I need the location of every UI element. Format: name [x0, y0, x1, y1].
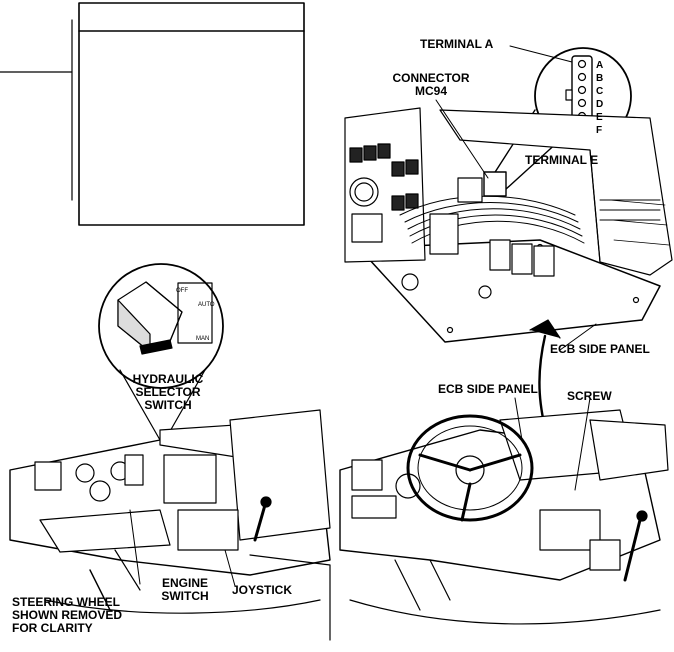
switch-position-labels: OFF AUTO MAN — [176, 288, 215, 342]
ecb-panel-assembly — [344, 45, 673, 351]
pin-label: B — [596, 73, 603, 84]
hydraulic-label-line3: SWITCH — [144, 398, 192, 412]
joystick-label: JOYSTICK — [232, 583, 293, 597]
pin-label: C — [596, 86, 603, 97]
connector-label-line2: MC94 — [414, 84, 447, 98]
switch-position-off: OFF — [176, 288, 188, 294]
note-line2: SHOWN REMOVED — [12, 608, 123, 622]
note-line3: FOR CLARITY — [12, 621, 93, 635]
hydraulic-switch-detail — [98, 263, 224, 441]
steering-wheel — [406, 414, 534, 522]
switch-position-auto: AUTO — [198, 302, 215, 308]
connector-pin-labels: A B C D E F — [596, 60, 603, 136]
connector-mc94-label: CONNECTOR MC94 — [386, 72, 476, 98]
hydraulic-selector-switch-label: HYDRAULIC SELECTOR SWITCH — [128, 373, 208, 412]
note-line1: STEERING WHEEL — [12, 595, 121, 609]
terminal-e-label: TERMINAL E — [525, 153, 599, 167]
switch-position-man: MAN — [196, 336, 209, 342]
blank-table-box — [0, 2, 305, 226]
ecb-side-panel-label-top: ECB SIDE PANEL — [550, 342, 650, 356]
connector-label-line1: CONNECTOR — [392, 71, 470, 85]
engine-switch-label: ENGINE SWITCH — [150, 577, 220, 603]
steering-wheel-note: STEERING WHEEL SHOWN REMOVED FOR CLARITY — [12, 596, 122, 635]
screw-label: SCREW — [567, 389, 612, 403]
ecb-side-panel-label-bottom: ECB SIDE PANEL — [438, 382, 538, 396]
engine-label-line1: ENGINE — [161, 576, 208, 590]
pin-label: E — [596, 112, 603, 123]
engine-label-line2: SWITCH — [161, 589, 209, 603]
hydraulic-label-line1: HYDRAULIC — [132, 372, 204, 386]
cab-view-right — [339, 397, 669, 625]
pin-label: D — [596, 99, 603, 110]
hydraulic-label-line2: SELECTOR — [135, 385, 201, 399]
switch-bank — [349, 143, 419, 211]
pin-label: A — [596, 60, 603, 71]
pin-label: F — [596, 125, 602, 136]
terminal-a-label: TERMINAL A — [420, 37, 494, 51]
cab-view-left — [9, 409, 331, 641]
